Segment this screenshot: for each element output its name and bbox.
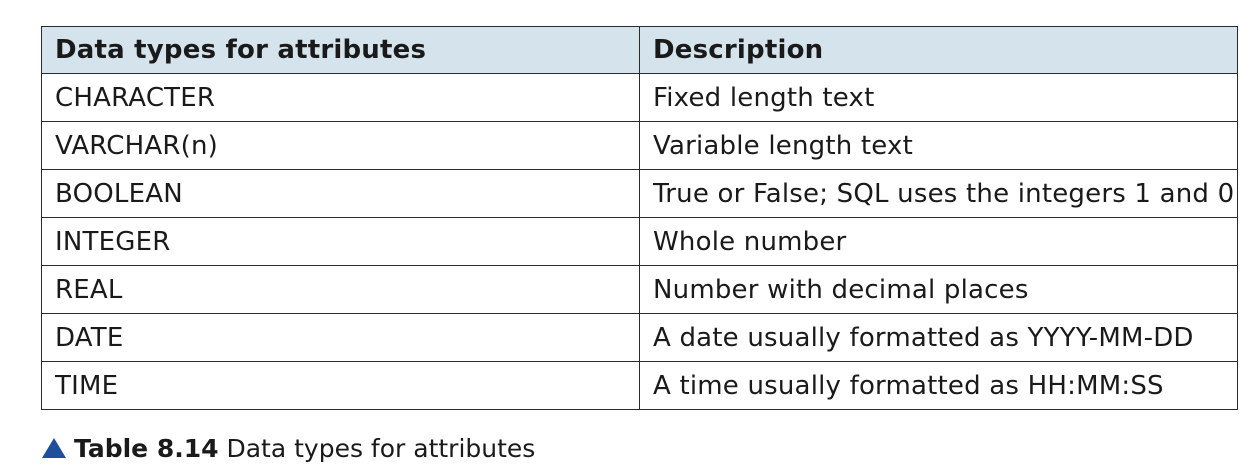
data-type-cell: DATE xyxy=(41,313,640,362)
data-type-cell: TIME xyxy=(41,361,640,410)
column-header-description: Description xyxy=(639,26,1238,74)
table-row: DATE A date usually formatted as YYYY-MM… xyxy=(41,313,1238,362)
table-row: INTEGER Whole number xyxy=(41,217,1238,266)
triangle-up-icon xyxy=(42,438,66,458)
table-row: CHARACTER Fixed length text xyxy=(41,73,1238,122)
data-types-table: Data types for attributes Description CH… xyxy=(41,26,1238,410)
description-cell: Number with decimal places xyxy=(639,265,1238,314)
table-row: TIME A time usually formatted as HH:MM:S… xyxy=(41,361,1238,410)
table-caption: Table 8.14 Data types for attributes xyxy=(42,434,535,464)
description-cell: True or False; SQL uses the integers 1 a… xyxy=(639,169,1238,218)
data-type-cell: CHARACTER xyxy=(41,73,640,122)
description-cell: Whole number xyxy=(639,217,1238,266)
table-row: VARCHAR(n) Variable length text xyxy=(41,121,1238,170)
caption-label: Table 8.14 xyxy=(74,434,219,463)
description-cell: Fixed length text xyxy=(639,73,1238,122)
caption-text: Data types for attributes xyxy=(226,434,536,463)
description-cell: A date usually formatted as YYYY-MM-DD xyxy=(639,313,1238,362)
column-header-data-type: Data types for attributes xyxy=(41,26,640,74)
description-cell: A time usually formatted as HH:MM:SS xyxy=(639,361,1238,410)
description-cell: Variable length text xyxy=(639,121,1238,170)
data-type-cell: VARCHAR(n) xyxy=(41,121,640,170)
data-type-cell: BOOLEAN xyxy=(41,169,640,218)
table-row: REAL Number with decimal places xyxy=(41,265,1238,314)
table-header-row: Data types for attributes Description xyxy=(41,26,1238,74)
data-type-cell: REAL xyxy=(41,265,640,314)
data-type-cell: INTEGER xyxy=(41,217,640,266)
table-row: BOOLEAN True or False; SQL uses the inte… xyxy=(41,169,1238,218)
